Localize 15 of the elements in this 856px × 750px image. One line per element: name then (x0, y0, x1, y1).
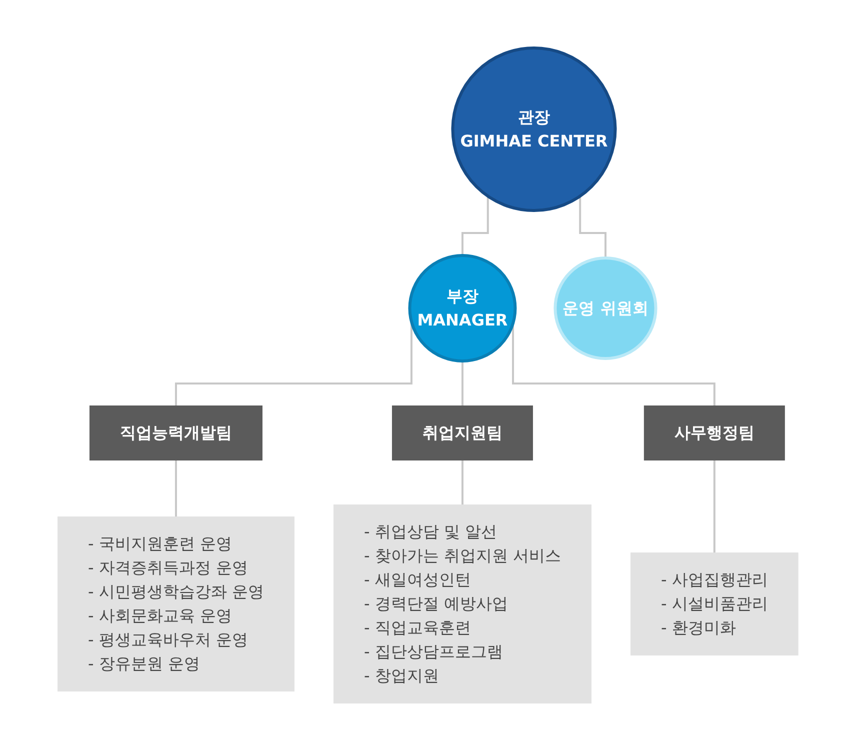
node-box: 취업지원팀 (392, 404, 534, 460)
node-circle: 운영 위원회 (554, 256, 658, 360)
node-circle: 관장 GIMHAE CENTER (451, 46, 617, 212)
node-circle: 부장 MANAGER (408, 254, 517, 362)
node-box: - 취업상담 및 알선 - 찾아가는 취업지원 서비스 - 새일여성인턴 - 경력단절 예방사업 - 직업교육훈련 - 집단상담프로그램 - 창업지원 (334, 504, 592, 703)
connector (462, 459, 464, 506)
node-box: 사무행정팀 (644, 404, 785, 460)
connector (579, 196, 607, 258)
node-box: 직업능력개발팀 (90, 404, 263, 460)
node-box: - 사업집행관리 - 시설비품관리 - 환경미화 (630, 552, 798, 655)
node-box: - 국비지원훈련 운영 - 자격증취득과정 운영 - 시민평생학습강좌 운영 - 사회문화교육 운영 - 평생교육바우처 운영 - 장유분원 운영 (58, 516, 295, 691)
connector (462, 360, 464, 406)
connector (714, 459, 716, 554)
connector (175, 459, 178, 518)
connector (462, 196, 489, 256)
